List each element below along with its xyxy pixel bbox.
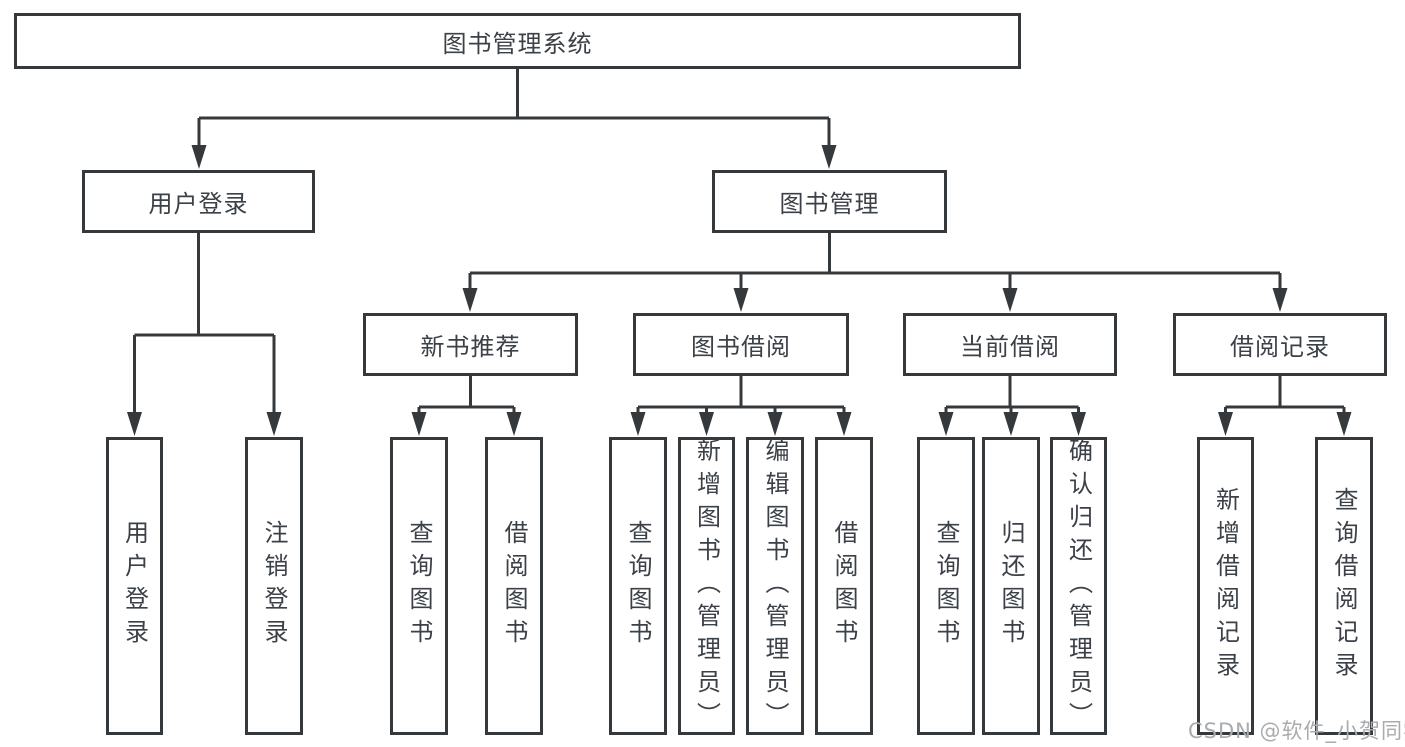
node-label: 新增借阅记录 bbox=[1211, 487, 1240, 685]
node-label: 查询图书 bbox=[405, 520, 433, 652]
node-user-login: 用户登录 bbox=[82, 170, 315, 233]
node-label: 查询借阅记录 bbox=[1330, 487, 1358, 685]
connectors-root bbox=[191, 69, 837, 169]
node-label: 图书管理 bbox=[779, 190, 880, 218]
connectors-new-book bbox=[411, 376, 522, 436]
node-label: 用户登录 bbox=[148, 190, 249, 218]
connectors-user-login bbox=[127, 233, 282, 436]
leaf-logout: 注销登录 bbox=[245, 437, 303, 735]
leaf-add-borrow-record: 新增借阅记录 bbox=[1197, 437, 1254, 735]
connectors-book-borrow bbox=[630, 376, 852, 436]
node-label: 借阅图书 bbox=[500, 520, 528, 652]
leaf-borrow-book: 借阅图书 bbox=[815, 437, 873, 735]
node-label: 图书管理系统 bbox=[442, 29, 593, 58]
node-label: 当前借阅 bbox=[960, 333, 1060, 361]
node-label: 编辑图书（管理员） bbox=[761, 437, 789, 735]
connectors-book-mgmt bbox=[462, 233, 1288, 312]
node-new-book-recommend: 新书推荐 bbox=[363, 313, 578, 376]
csdn-watermark: CSDN @软件_小贺同学 bbox=[1188, 719, 1405, 743]
leaf-recommend-borrow-book: 借阅图书 bbox=[485, 437, 543, 735]
node-label: 借阅记录 bbox=[1230, 333, 1330, 361]
node-root-library-system: 图书管理系统 bbox=[14, 13, 1021, 69]
node-current-borrow: 当前借阅 bbox=[903, 313, 1117, 376]
leaf-return-book: 归还图书 bbox=[982, 437, 1040, 735]
leaf-current-query-book: 查询图书 bbox=[917, 437, 975, 735]
node-label: 借阅图书 bbox=[830, 520, 858, 652]
node-label: 用户登录 bbox=[120, 520, 149, 652]
node-book-management: 图书管理 bbox=[712, 170, 947, 233]
node-label: 注销登录 bbox=[260, 520, 288, 652]
connectors-borrow-record bbox=[1218, 376, 1352, 436]
leaf-query-borrow-record: 查询借阅记录 bbox=[1315, 437, 1373, 735]
node-label: 确认归还（管理员） bbox=[1064, 437, 1093, 735]
leaf-user-login: 用户登录 bbox=[106, 437, 163, 735]
node-borrow-record: 借阅记录 bbox=[1173, 313, 1387, 376]
leaf-recommend-query-book: 查询图书 bbox=[390, 437, 448, 735]
node-label: 新增图书（管理员） bbox=[692, 437, 721, 735]
leaf-borrow-query-book: 查询图书 bbox=[609, 437, 667, 735]
node-label: 新书推荐 bbox=[420, 333, 521, 361]
leaf-confirm-return-admin: 确认归还（管理员） bbox=[1050, 437, 1107, 735]
node-book-borrow: 图书借阅 bbox=[633, 313, 849, 376]
node-label: 图书借阅 bbox=[691, 333, 791, 361]
leaf-edit-book-admin: 编辑图书（管理员） bbox=[746, 437, 804, 735]
connectors-current-borrow bbox=[938, 376, 1086, 436]
node-label: 查询图书 bbox=[624, 520, 652, 652]
node-label: 查询图书 bbox=[932, 520, 960, 652]
leaf-add-book-admin: 新增图书（管理员） bbox=[678, 437, 735, 735]
node-label: 归还图书 bbox=[997, 520, 1025, 652]
